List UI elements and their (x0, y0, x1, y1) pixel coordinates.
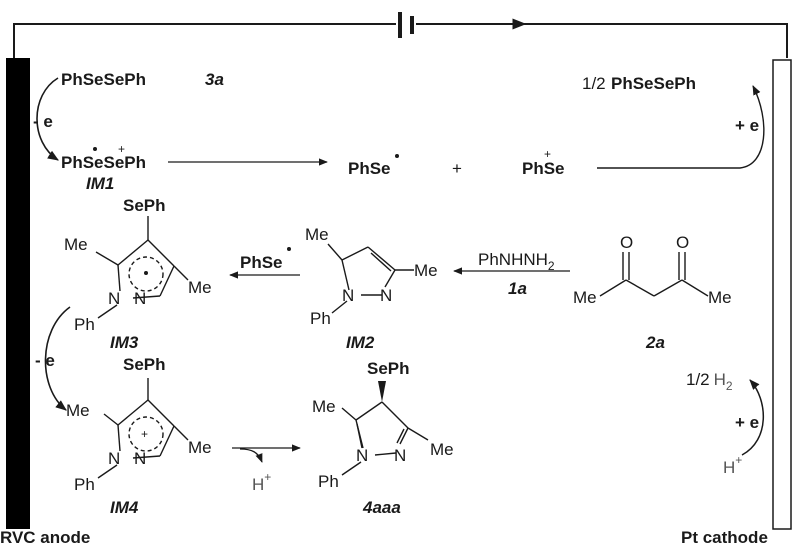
svg-text:SePh: SePh (367, 359, 410, 378)
svg-text:Me: Me (64, 235, 88, 254)
phenylselenyl-cation: PhSe (522, 159, 565, 178)
im2-structure: Me Me N N Ph (305, 225, 438, 328)
svg-text:Ph: Ph (318, 472, 339, 491)
svg-text:N: N (108, 289, 120, 308)
reagent-phse-radical: PhSe (240, 253, 283, 272)
diselenide-reactant: PhSeSePh (61, 70, 146, 89)
svg-text:Me: Me (414, 261, 438, 280)
cation-to-cathode-line (597, 85, 765, 169)
svg-text:Me: Me (430, 440, 454, 459)
anode-oxidation-arrow-2 (44, 306, 71, 411)
hydrazine-code-1a: 1a (508, 279, 527, 298)
im2-code: IM2 (346, 333, 375, 352)
pt-cathode-electrode (772, 59, 792, 530)
svg-text:SePh: SePh (123, 355, 166, 374)
svg-text:N: N (394, 446, 406, 465)
svg-text:Me: Me (305, 225, 329, 244)
plus-sign: + (452, 159, 462, 178)
im4-code: IM4 (110, 498, 139, 517)
product-4aaa-structure: SePh Me Me N N Ph (312, 359, 454, 491)
svg-text:N: N (134, 289, 146, 308)
svg-text:Me: Me (188, 278, 212, 297)
phenylselenyl-radical: PhSe (348, 159, 391, 178)
radical-cation-im1: PhSeSePh (61, 153, 146, 172)
svg-text:N: N (108, 449, 120, 468)
svg-text:Me: Me (708, 288, 732, 307)
svg-text:Ph: Ph (310, 309, 331, 328)
svg-text:N: N (380, 286, 392, 305)
im3-structure: SePh Me Me N N Ph (64, 196, 212, 334)
svg-text:Me: Me (66, 401, 90, 420)
oxidation-step-1: - e (33, 112, 53, 131)
svg-text:+: + (141, 427, 148, 441)
proton-lost: H+ (252, 470, 271, 494)
cathode-label: Pt cathode (681, 528, 768, 547)
svg-text:Me: Me (188, 438, 212, 457)
radical-dot-phse (395, 154, 399, 158)
circuit-wire (13, 18, 788, 58)
anode-oxidation-arrow-1 (36, 77, 59, 161)
svg-text:N: N (356, 446, 368, 465)
diketone-2a-structure: O O Me Me (573, 233, 732, 307)
cathode-reduction-arrow-2 (741, 379, 764, 456)
svg-text:O: O (676, 233, 689, 252)
cation-sign-phse: + (544, 147, 551, 161)
cathode-product-diselenide: PhSeSePh (611, 74, 696, 93)
reduction-step-2: + e (735, 413, 759, 432)
svg-text:Me: Me (312, 397, 336, 416)
svg-text:SePh: SePh (123, 196, 166, 215)
cation-sign-im1: + (118, 142, 125, 156)
anode-label: RVC anode (0, 528, 90, 547)
svg-text:N: N (134, 449, 146, 468)
hydrazine-reagent: PhNHNH2 (478, 250, 555, 273)
svg-text:Ph: Ph (74, 315, 95, 334)
im1-code: IM1 (86, 174, 114, 193)
im3-code: IM3 (110, 333, 139, 352)
product-code-4aaa: 4aaa (362, 498, 401, 517)
svg-text:O: O (620, 233, 633, 252)
radical-dot-im1 (93, 147, 97, 151)
battery-icon (398, 12, 414, 38)
proton-at-cathode: H+ (723, 453, 742, 477)
cathode-product-fraction: 1/2 (582, 74, 606, 93)
diketone-code-2a: 2a (645, 333, 665, 352)
proton-loss-arrow (239, 448, 263, 463)
im4-structure: + SePh Me Me N N Ph (66, 355, 212, 494)
svg-text:Ph: Ph (74, 475, 95, 494)
svg-text:Me: Me (573, 288, 597, 307)
svg-text:N: N (342, 286, 354, 305)
radical-dot-reagent (287, 247, 291, 251)
oxidation-step-2: - e (35, 351, 55, 370)
rvc-anode-electrode (6, 58, 30, 529)
reduction-step-1: + e (735, 116, 759, 135)
reactant-code-3a: 3a (205, 70, 224, 89)
